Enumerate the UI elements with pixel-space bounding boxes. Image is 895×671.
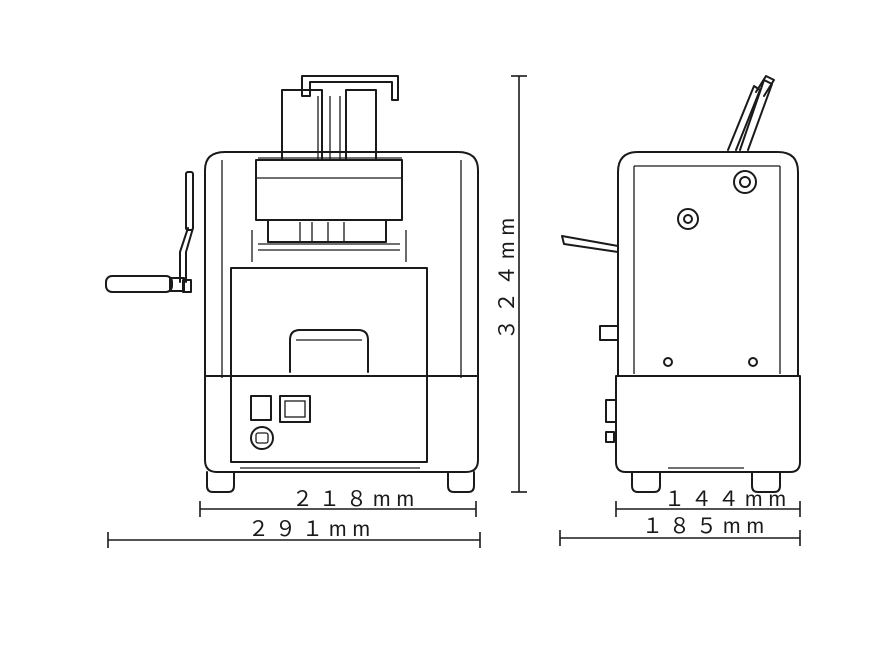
dimension-label-front-body-width: ２１８mm [292,488,420,511]
dimension-label-side-body-depth: １４４mm [664,488,792,511]
front-view [105,75,479,493]
dimension-label-overall-height: ３２４mm [496,212,519,340]
dimension-label-side-overall-depth: １８５mm [642,515,770,538]
dimension-lines [107,75,801,548]
dimension-label-front-overall-width: ２９１mm [248,518,376,541]
side-view [561,75,801,493]
